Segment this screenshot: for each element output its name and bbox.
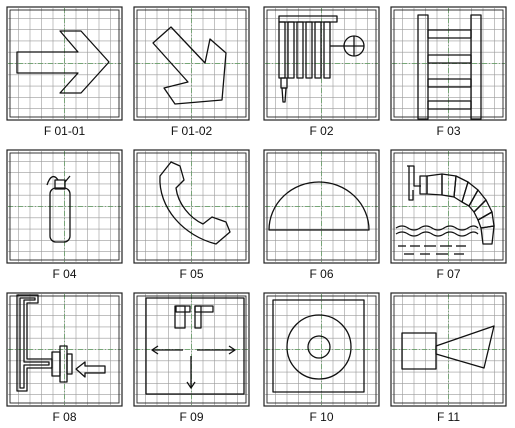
fire-hose-reel-icon [278,15,365,103]
tile-label: F 06 [309,267,334,281]
tile-label: F 04 [52,267,77,281]
tile-inner-frame [266,9,377,118]
tile-label: F 05 [179,267,204,281]
symbol-tile [390,292,507,407]
tile-inner-frame [393,9,504,118]
tile-grid [135,151,248,262]
tile-frame [263,149,380,264]
tile-inner-frame [136,152,247,261]
tile-label: F 11 [436,410,461,424]
symbol-tile [6,6,123,121]
fire-alarm-call-point-icon [145,297,245,395]
tile-grid [8,294,121,405]
tile-inner-frame [393,295,504,404]
tiles-layer [6,6,507,407]
fire-siren-icon [401,325,495,370]
tile-frame [263,292,380,407]
tile-label: F 01-02 [170,124,213,138]
tile-label: F 02 [309,124,334,138]
tile-inner-frame [9,152,120,261]
fire-ladder-icon [417,14,482,120]
tile-label: F 03 [436,124,461,138]
symbols-layer [16,14,495,395]
fire-bell-icon [268,181,370,231]
emergency-telephone-icon [159,161,231,245]
fire-extinguisher-icon [46,175,71,243]
tile-label: F 10 [309,410,334,424]
symbol-tile [263,292,380,407]
tile-frame [133,149,250,264]
tile-grid [265,151,378,262]
tile-label: F 01-01 [43,124,86,138]
tile-grid [392,294,505,405]
tile-label: F 07 [436,267,461,281]
tile-frame [390,149,507,264]
tile-inner-frame [136,9,247,118]
tile-inner-frame [266,152,377,261]
tile-label: F 08 [52,410,77,424]
tile-label: F 09 [179,410,204,424]
arrow-diagonal-icon [152,26,227,105]
symbol-tile [263,149,380,264]
tile-frame [133,292,250,407]
tile-frame [6,149,123,264]
tile-frame [6,292,123,407]
symbol-tile [6,292,123,407]
tile-frame [6,6,123,121]
fire-alarm-button-icon [272,299,365,393]
tile-frame [390,292,507,407]
tile-grid [8,151,121,262]
arrow-right-icon [16,30,110,94]
tile-inner-frame [393,152,504,261]
tile-inner-frame [266,295,377,404]
tile-frame [133,6,250,121]
symbol-tile [6,149,123,264]
tile-grid [135,8,248,119]
tile-inner-frame [9,9,120,118]
tile-grid [8,8,121,119]
fire-hydrant-pillar-icon [16,294,106,392]
tile-inner-frame [9,295,120,404]
tile-inner-frame [136,295,247,404]
tile-frame [390,6,507,121]
tile-frame [263,6,380,121]
water-intake-icon [395,165,495,255]
tile-grid [265,294,378,405]
symbol-tile [133,149,250,264]
symbol-tile [133,6,250,121]
